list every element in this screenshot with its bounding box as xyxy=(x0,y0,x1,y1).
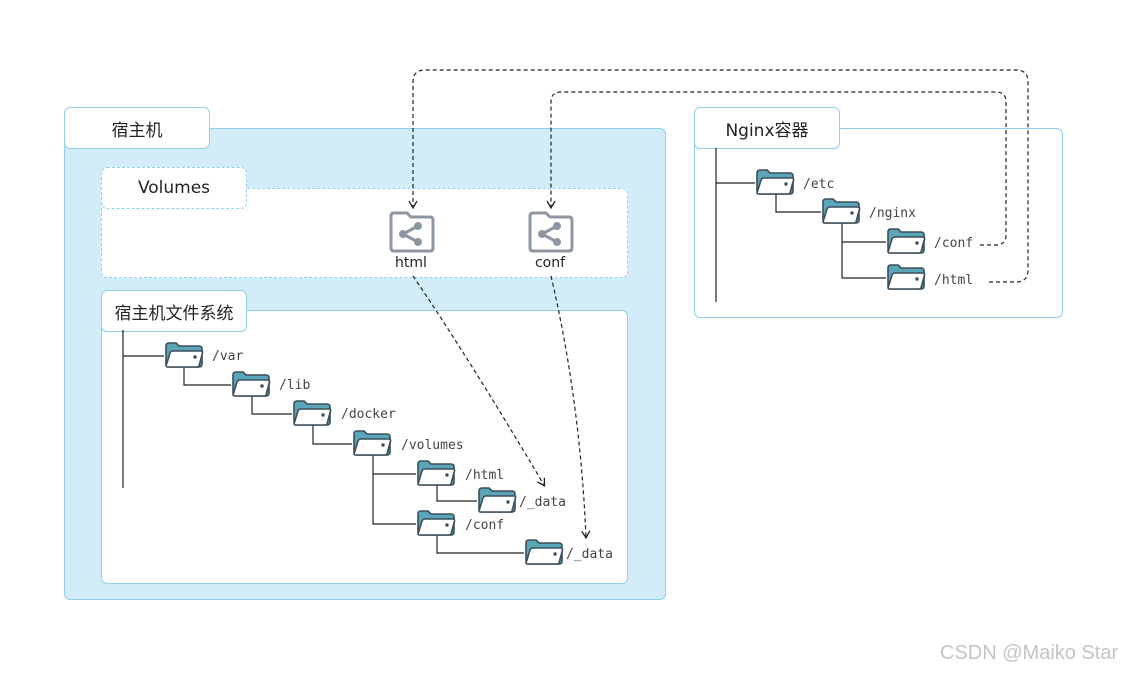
watermark: CSDN @Maiko Star xyxy=(940,642,1119,664)
host-title: 宿主机 xyxy=(64,107,210,149)
share-icon-conf[interactable] xyxy=(528,211,574,253)
folder-icon-var[interactable] xyxy=(165,342,204,368)
arrow-volume-html-to-data xyxy=(412,275,546,487)
arrow-container-html-to-volume xyxy=(408,69,1029,283)
container-title: Nginx容器 xyxy=(694,107,840,149)
folder-icon-nginx[interactable] xyxy=(822,198,861,224)
filesystem-title: 宿主机文件系统 xyxy=(101,290,247,332)
path-label-conf: /conf xyxy=(465,518,505,533)
folder-icon-conf-data[interactable] xyxy=(525,539,564,565)
container-panel xyxy=(694,128,1063,318)
volume-label-html: html xyxy=(395,255,427,271)
volumes-title: Volumes xyxy=(101,167,247,209)
path-label-volumes: /volumes xyxy=(401,438,464,453)
folder-icon-docker[interactable] xyxy=(293,400,332,426)
container-tree-lines xyxy=(715,148,886,302)
arrow-volume-conf-to-data xyxy=(550,275,591,540)
folder-icon-html[interactable] xyxy=(417,460,456,486)
mapping-arrows xyxy=(408,69,1029,540)
path-label-var: /var xyxy=(212,349,244,364)
path-label-html: /html xyxy=(465,468,505,483)
path-label-container-html: /html xyxy=(934,273,974,288)
folder-icon-lib[interactable] xyxy=(232,371,271,397)
folder-icon-volumes[interactable] xyxy=(353,430,392,456)
path-label-docker: /docker xyxy=(341,407,396,422)
folder-icon-etc[interactable] xyxy=(756,169,795,195)
arrow-container-conf-to-volume xyxy=(546,91,1007,246)
share-icon-html[interactable] xyxy=(389,211,435,253)
folder-icon-container-conf[interactable] xyxy=(887,228,926,254)
path-label-container-conf: /conf xyxy=(934,236,974,251)
path-label-conf-data: /_data xyxy=(566,547,613,562)
path-label-nginx: /nginx xyxy=(869,206,916,221)
host-tree-lines xyxy=(122,330,524,554)
folder-icon-conf[interactable] xyxy=(417,510,456,536)
folder-icon-container-html[interactable] xyxy=(887,264,926,290)
path-label-lib: /lib xyxy=(279,378,311,393)
volume-label-conf: conf xyxy=(534,255,566,271)
path-label-etc: /etc xyxy=(803,177,835,192)
folder-icon-html-data[interactable] xyxy=(478,487,517,513)
path-label-html-data: /_data xyxy=(519,495,566,510)
